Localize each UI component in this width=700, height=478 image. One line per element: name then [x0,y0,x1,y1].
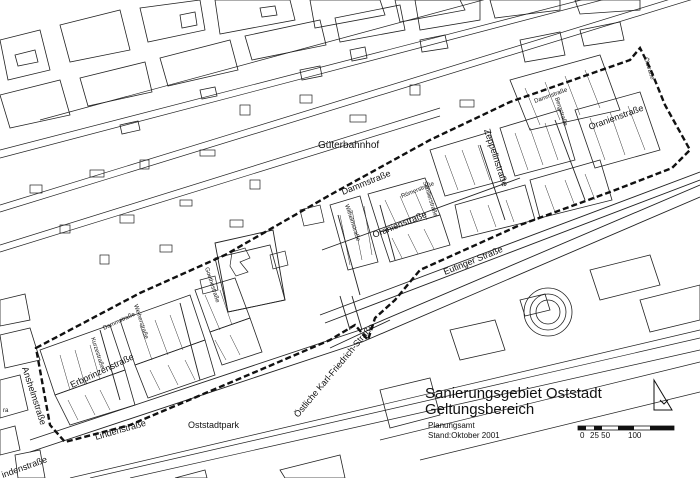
label-oststadtpark: Oststadtpark [188,420,240,430]
open-plot [214,229,286,313]
scale-tick-2: 100 [628,431,642,440]
title-date: Stand:Oktober 2001 [428,431,500,440]
district-blocks [39,54,661,426]
label-left-edge: ra [3,408,9,414]
title-office: Planungsamt [428,421,475,430]
railway-tracks [0,0,692,253]
upper-city-blocks [0,0,641,135]
label-kurzestrasse: Kurzestraße [89,337,105,371]
west-buildings [0,293,46,478]
scale-tick-0: 0 [580,431,585,440]
scale-bar: 0 25 50 100 [577,425,675,440]
round-structure [523,287,573,337]
label-eutinger-strasse: Eutinger Straße [442,244,504,277]
title-line1: Sanierungsgebiet Oststadt [425,385,603,402]
label-lindenstrasse-left: indenstraße [0,454,48,478]
title-line2: Geltungsbereich [425,401,534,418]
label-weiherstrasse: Weiherstraße [132,304,149,341]
label-zeppelinstrasse: Zeppelinstraße [482,128,510,188]
label-oelstrasse: Ölstraße [642,56,656,81]
boundary-line [34,45,692,444]
label-dammstrasse-w: Dammstraße [102,311,137,331]
label-karl-friedrich: Östliche Karl-Friedrich-Straße [292,322,376,420]
south-buildings [174,254,700,478]
label-gueterbahnhof: Güterbahnhof [318,140,379,151]
label-lindenstrasse: Lindenstraße [94,418,147,442]
label-dammstrasse-e: Dammstraße [534,87,569,105]
district-roads [99,119,586,401]
label-wilhelmstrasse: Wilhelmstraße [343,204,361,243]
lower-railway [69,329,700,478]
building-hatching [59,69,646,421]
label-goethestrasse: Goethestraße [203,267,220,304]
label-oranienstrasse-mid: Oranienstraße [371,209,428,240]
label-dammstrasse-main: Dammstraße [340,168,392,197]
label-anshelmstrasse: Anshelmstraße [20,366,48,427]
north-arrow-icon [653,378,673,411]
scale-tick-1: 25 50 [590,431,611,440]
plot-shape [229,247,251,277]
freight-yard-fragments [29,84,475,295]
